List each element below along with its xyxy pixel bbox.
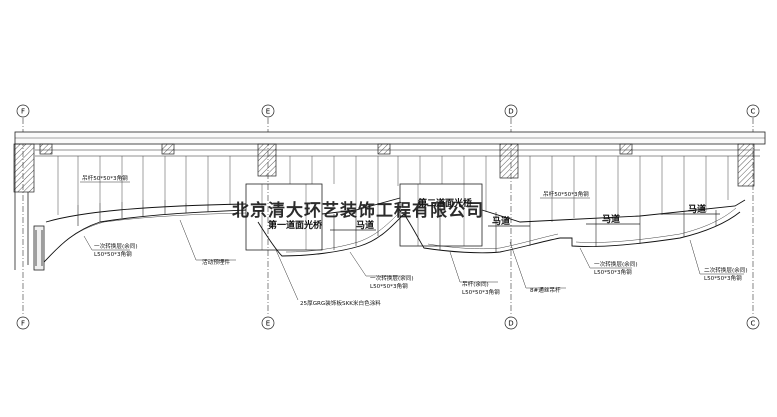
axis-label-c-top: C [751,108,756,116]
axis-label-e-top: E [266,108,270,116]
label-transfer-1-b: L50*50*3角钢 [94,250,132,258]
label-bridge-1: 第一道面光桥 [268,219,323,231]
label-horse-road-3: 马道 [602,213,620,225]
label-transfer-1-a: 一次转换层(余同) [94,242,138,250]
axis-bubbles-bottom: F E D C [16,316,760,330]
label-transfer-4-a: 二次转换层(余同) [704,266,748,274]
label-hanger-left: 吊杆50*50*3角钢 [82,174,128,182]
axis-label-d-top: D [508,108,513,116]
label-grg-panel: 25厚GRG装饰板SKK米白色涂料 [300,299,381,307]
label-horse-road-4: 马道 [688,203,706,215]
catwalk-rails [330,213,720,231]
label-movable-part: 活动预埋件 [202,258,230,266]
label-transfer-3-b: L50*50*3角钢 [594,268,632,276]
axis-label-c-bottom: C [751,320,756,328]
label-horse-road-1: 马道 [356,219,374,231]
label-hanger-right: 吊杆50*50*3角钢 [543,190,589,198]
label-transfer-2-a: 一次转换层(余同) [370,274,414,282]
label-hanger-mid-b: L50*50*3角钢 [462,288,500,296]
label-transfer-3-a: 一次转换层(余同) [594,260,638,268]
left-wall [14,144,45,271]
hangers [57,156,729,222]
bracket-ticks [77,200,717,252]
axis-label-e-bottom: E [266,320,270,328]
label-horse-road-2: 马道 [492,215,510,227]
hatched-columns [13,143,755,193]
axis-label-d-bottom: D [508,320,513,328]
axis-label-f-top: F [21,108,25,116]
label-bridge-2: 第二道面光桥 [418,197,473,209]
label-transfer-4-b: L50*50*3角钢 [704,274,742,282]
label-transfer-2-b: L50*50*3角钢 [370,282,408,290]
label-hanger-mid-a: 吊杆(余同) [462,280,489,288]
leader-lines [80,181,744,301]
axis-label-f-bottom: F [21,320,25,328]
label-wire-rod: 8#通丝吊杆 [530,286,561,294]
roof-slab [14,131,766,157]
axis-bubbles-top: F E D C [16,104,760,118]
company-watermark: 北京清大环艺装饰工程有限公司 [232,200,484,221]
